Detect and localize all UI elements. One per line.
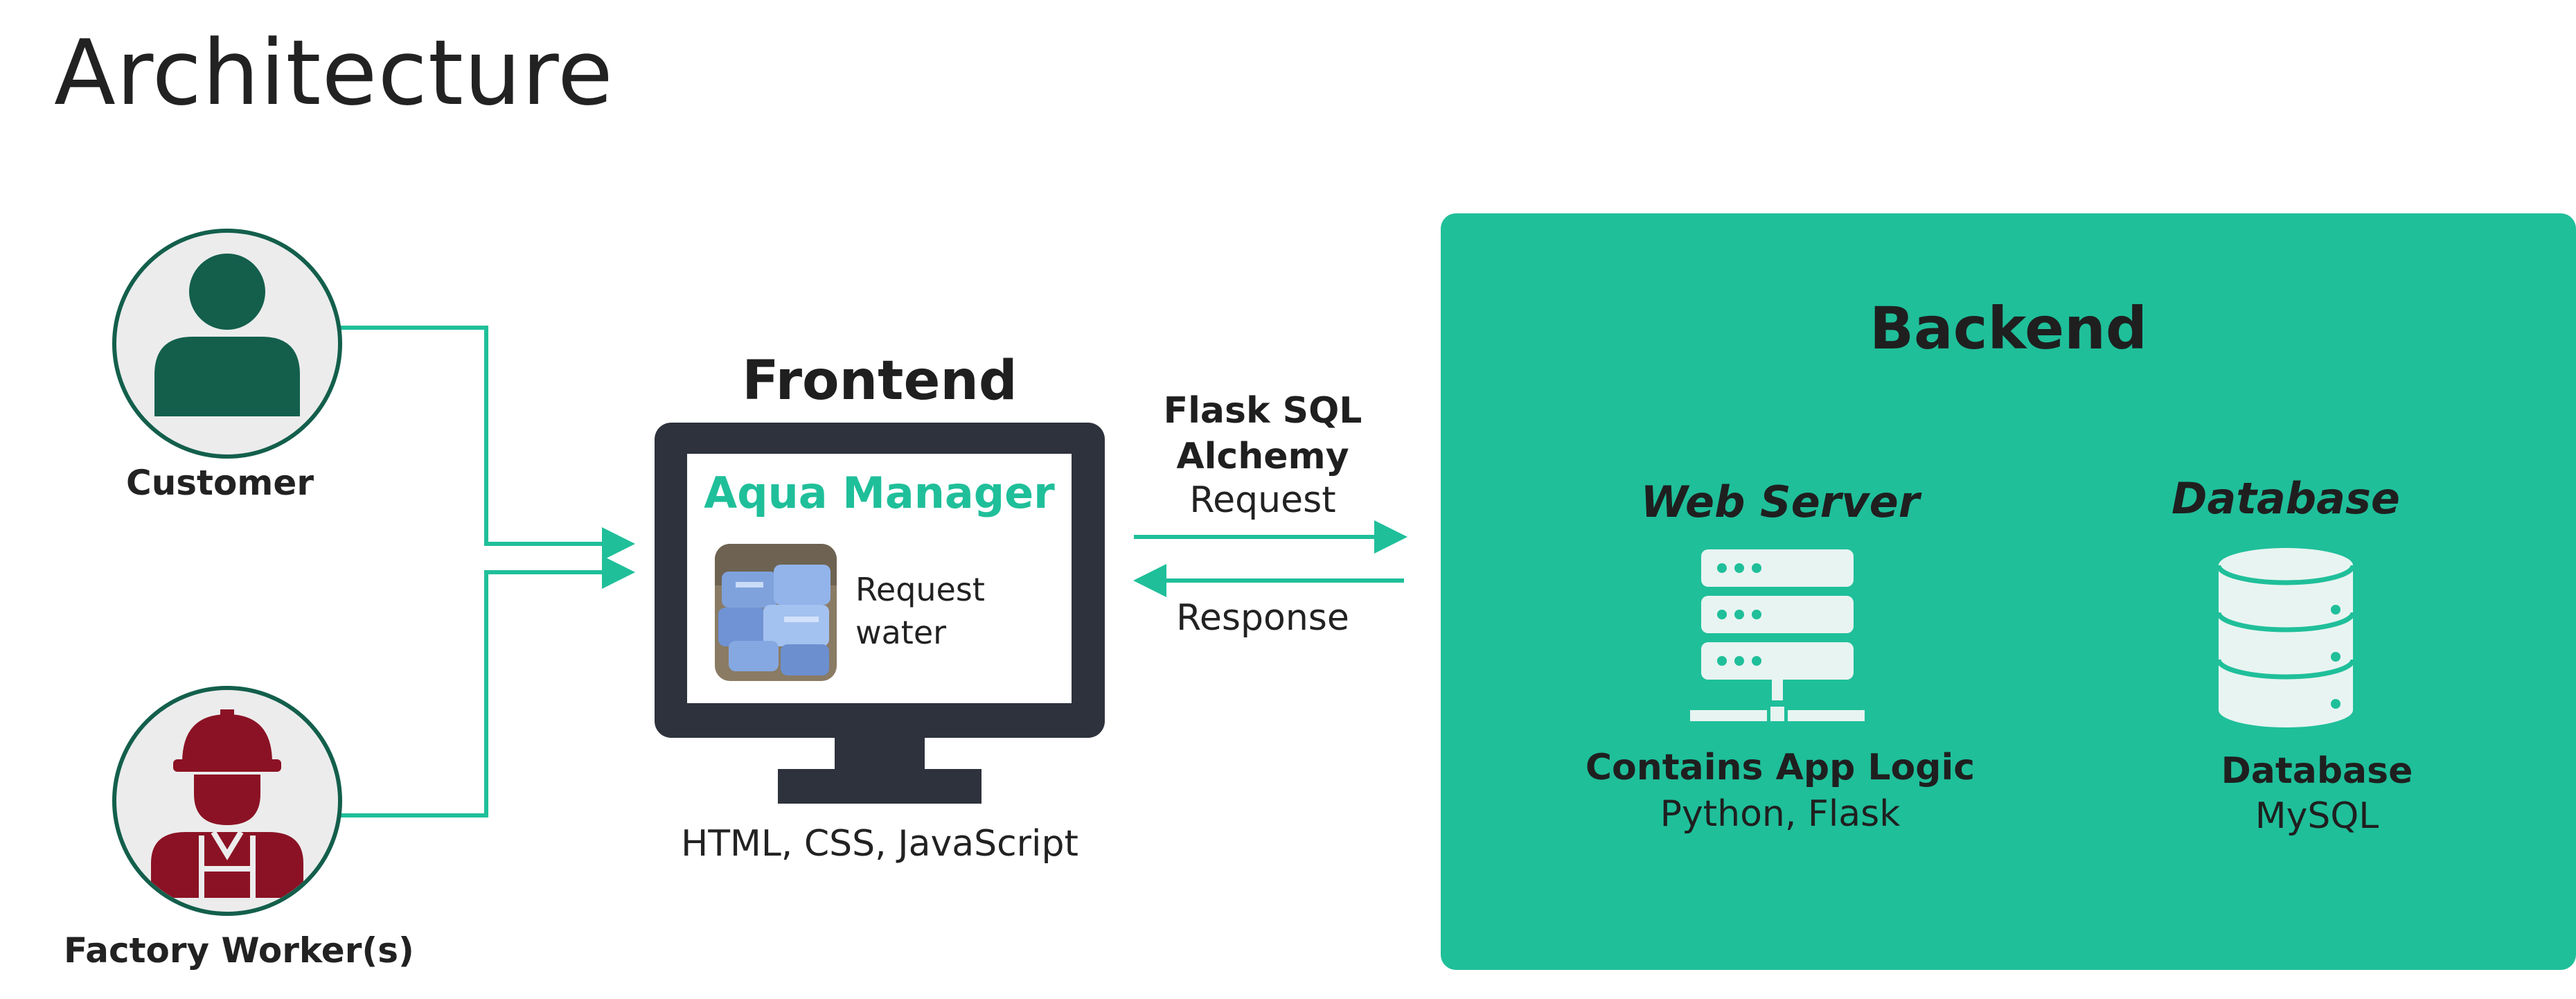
- request-label: Request: [1189, 479, 1336, 521]
- factory-worker-icon: [151, 709, 303, 898]
- app-action-line1: Request: [855, 571, 985, 608]
- backend-heading: Backend: [1869, 294, 2147, 362]
- factory-worker-avatar: [112, 686, 342, 916]
- monitor-base: [778, 769, 981, 804]
- app-action-text: Request water: [855, 568, 985, 654]
- web-server-desc: Contains App Logic: [1585, 747, 1975, 788]
- database-icon: [2217, 548, 2355, 727]
- database-desc: Database: [2221, 750, 2413, 792]
- database-tech: MySQL: [2255, 795, 2379, 837]
- customer-label: Customer: [126, 463, 314, 503]
- server-icon: [1690, 549, 1865, 721]
- request-protocol-line2: Alchemy: [1176, 436, 1349, 477]
- backend-panel: [1441, 213, 2576, 970]
- frontend-heading: Frontend: [742, 350, 1018, 412]
- web-server-tech: Python, Flask: [1660, 793, 1901, 835]
- customer-avatar: [112, 229, 342, 459]
- database-title: Database: [2171, 473, 2400, 524]
- slide-title: Architecture: [54, 20, 614, 125]
- request-protocol-line1: Flask SQL: [1163, 390, 1362, 432]
- frontend-tech: HTML, CSS, JavaScript: [681, 823, 1078, 865]
- water-bags-image: [715, 544, 837, 681]
- factory-worker-label: Factory Worker(s): [64, 930, 414, 971]
- request-protocol: Flask SQL Alchemy: [1136, 388, 1389, 479]
- worker-connector: [341, 556, 635, 817]
- web-server-title: Web Server: [1640, 477, 1920, 527]
- response-label: Response: [1176, 597, 1349, 639]
- app-action-line2: water: [855, 614, 947, 651]
- monitor-stand: [835, 738, 925, 771]
- customer-icon: [154, 254, 300, 416]
- customer-connector: [341, 326, 635, 560]
- app-name: Aqua Manager: [704, 468, 1055, 518]
